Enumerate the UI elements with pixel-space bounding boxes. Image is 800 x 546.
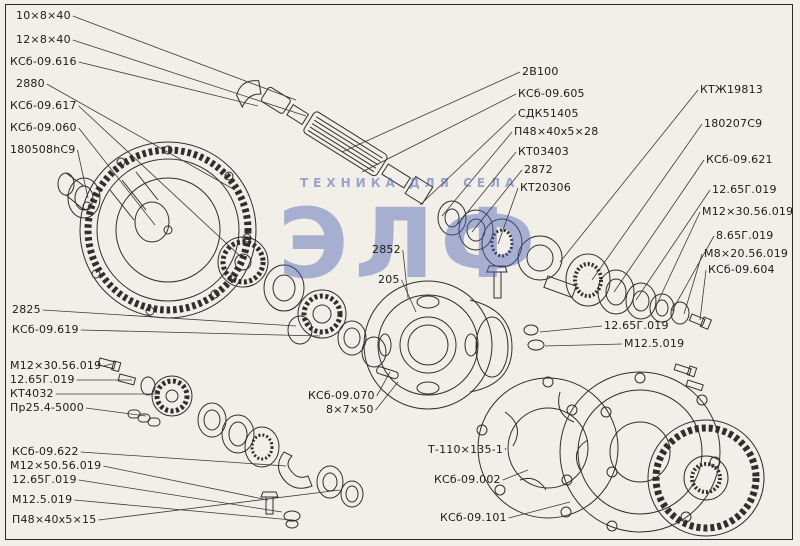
part-label-ksb-09-616: КСб-09.616 <box>10 55 77 68</box>
bolt-icon-2 <box>97 357 122 373</box>
part-hub-fasteners <box>486 265 545 351</box>
part-hub <box>363 280 513 410</box>
part-label-kt20306: КТ20306 <box>520 181 571 194</box>
part-label-ksb-09-622: КСб-09.622 <box>12 445 79 458</box>
bolt-icon <box>688 313 713 330</box>
part-shaft-bearings <box>437 200 577 299</box>
flange-bolts-icon <box>673 363 704 392</box>
part-label-key-10x8x40: 10×8×40 <box>16 9 71 22</box>
part-label-ksb-09-060: КСб-09.060 <box>10 121 77 134</box>
part-label-ksb-09-621: КСб-09.621 <box>706 153 773 166</box>
part-label-nut-m12-5-b: М12.5.019 <box>12 493 73 506</box>
part-label-ksb-09-101: КСб-09.101 <box>440 511 507 524</box>
part-label-bolt-m12x30-l: М12×30.56.019 <box>10 359 102 372</box>
part-upper-shaft <box>236 80 434 205</box>
part-label-bolt-m12x50: М12×50.56.019 <box>10 459 102 472</box>
part-label-ksb-09-070: КСб-09.070 <box>308 389 375 402</box>
part-label-part-2825: 2825 <box>12 303 41 316</box>
part-label-washer-12-65g-l: 12.65Г.019 <box>10 373 75 386</box>
part-label-part-205: 205 <box>378 273 400 286</box>
part-label-key-12x8x40: 12×8×40 <box>16 33 71 46</box>
part-label-kt4032: КТ4032 <box>10 387 54 400</box>
part-label-ksb-09-604: КСб-09.604 <box>708 263 775 276</box>
part-label-shaft-2v100: 2В100 <box>522 65 559 78</box>
part-key-icon <box>376 366 399 380</box>
part-label-bolt-m12x30-r: М12×30.56.019 <box>702 205 794 218</box>
part-rear-cover-assembly <box>476 363 765 537</box>
part-bottom-left-chain <box>97 357 364 529</box>
part-label-nut-m12-5-m: М12.5.019 <box>624 337 685 350</box>
part-label-ksb-09-605: КСб-09.605 <box>518 87 585 100</box>
part-label-key-8x7x50: 8×7×50 <box>326 403 374 416</box>
part-label-ksb-09-617: КСб-09.617 <box>10 99 77 112</box>
part-label-gasket-t110x135: Т-110×135-1 <box>428 443 504 456</box>
part-label-washer-12-65g-m: 12.65Г.019 <box>604 319 669 332</box>
part-label-part-2872: 2872 <box>524 163 553 176</box>
part-label-kt03403: КТ03403 <box>518 145 569 158</box>
part-label-collar-p48-15: П48×40х5×15 <box>12 513 97 526</box>
part-label-collar-p48-28: П48×40х5×28 <box>514 125 599 138</box>
part-right-rings <box>565 253 713 330</box>
part-label-washer-12-65g-r: 12.65Г.019 <box>712 183 777 196</box>
part-label-bolt-m8x20: М8×20.56.019 <box>704 247 789 260</box>
part-label-part-2852: 2852 <box>372 243 401 256</box>
part-label-part-2880: 2880 <box>16 77 45 90</box>
part-label-washer-8-65g: 8.65Г.019 <box>716 229 774 242</box>
part-label-ksb-09-619: КСб-09.619 <box>12 323 79 336</box>
part-label-ktzh19813: КТЖ19813 <box>700 83 763 96</box>
part-label-bearing-180207s9: 180207С9 <box>704 117 763 130</box>
part-label-bearing-180508: 180508hС9 <box>10 143 76 156</box>
part-label-ksb-09-002: КСб-09.002 <box>434 473 501 486</box>
part-label-sdk51405: СДК51405 <box>518 107 579 120</box>
part-label-washer-12-65g-b: 12.65Г.019 <box>12 473 77 486</box>
chain-links-icon <box>127 409 161 427</box>
part-gear-cluster <box>217 236 387 368</box>
part-label-chain-pr25-4: Пр25.4-5000 <box>10 401 84 414</box>
